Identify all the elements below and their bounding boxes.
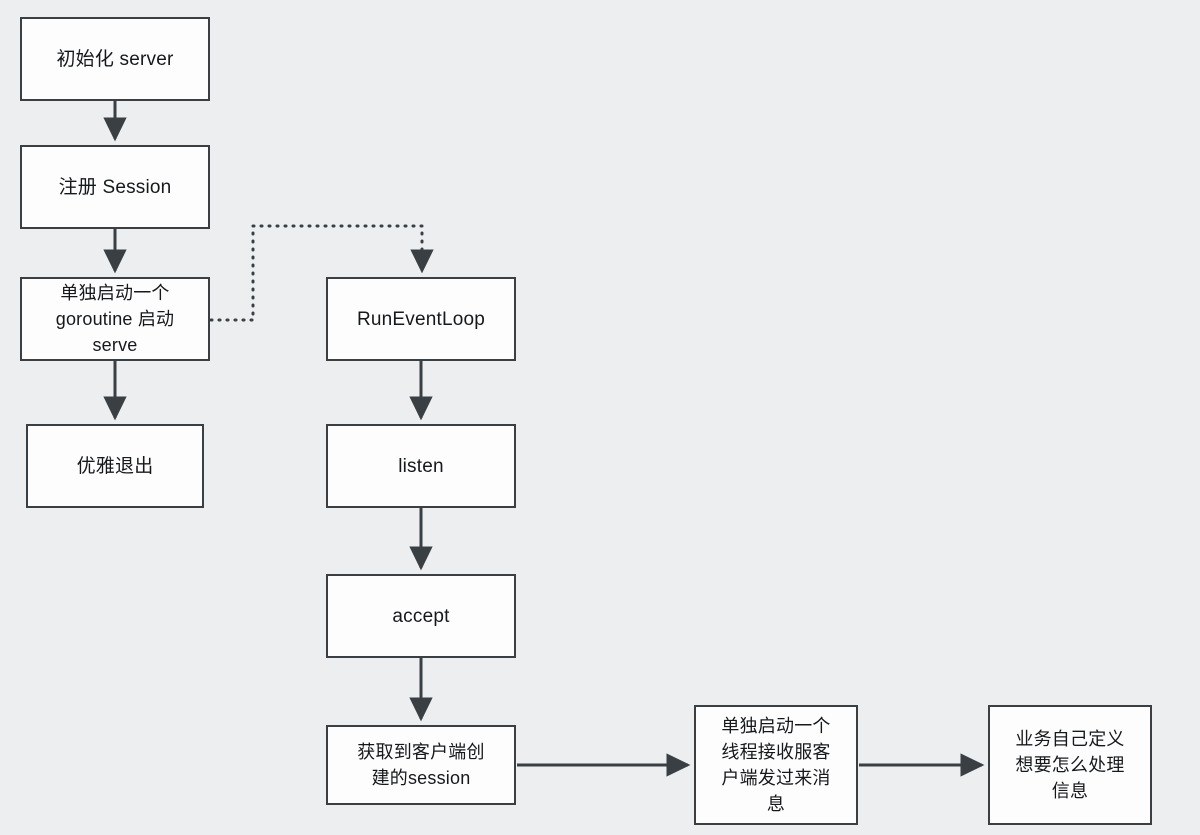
- node-start-thread-recv[interactable]: 单独启动一个 线程接收服客 户端发过来消 息: [694, 705, 858, 825]
- node-label-init-server: 初始化 server: [56, 48, 174, 70]
- node-label-run-event-loop: RunEventLoop: [356, 308, 486, 330]
- node-register-session[interactable]: 注册 Session: [20, 145, 210, 229]
- node-graceful-exit[interactable]: 优雅退出: [26, 424, 204, 508]
- node-label-business-custom-handler: 业务自己定义 想要怎么处理 信息: [1015, 729, 1125, 801]
- node-label-start-goroutine-serve: 单独启动一个 goroutine 启动 serve: [55, 283, 175, 355]
- node-start-goroutine-serve[interactable]: 单独启动一个 goroutine 启动 serve: [20, 277, 210, 361]
- node-accept[interactable]: accept: [326, 574, 516, 658]
- node-listen[interactable]: listen: [326, 424, 516, 508]
- node-label-graceful-exit: 优雅退出: [76, 455, 154, 477]
- node-run-event-loop[interactable]: RunEventLoop: [326, 277, 516, 361]
- node-label-start-thread-recv: 单独启动一个 线程接收服客 户端发过来消 息: [721, 716, 831, 814]
- node-label-listen: listen: [398, 455, 444, 477]
- node-label-get-client-session: 获取到客户端创 建的session: [357, 742, 485, 788]
- node-label-register-session: 注册 Session: [58, 176, 172, 198]
- node-init-server[interactable]: 初始化 server: [20, 17, 210, 101]
- node-business-custom-handler[interactable]: 业务自己定义 想要怎么处理 信息: [988, 705, 1152, 825]
- node-get-client-session[interactable]: 获取到客户端创 建的session: [326, 725, 516, 805]
- node-label-accept: accept: [392, 605, 450, 627]
